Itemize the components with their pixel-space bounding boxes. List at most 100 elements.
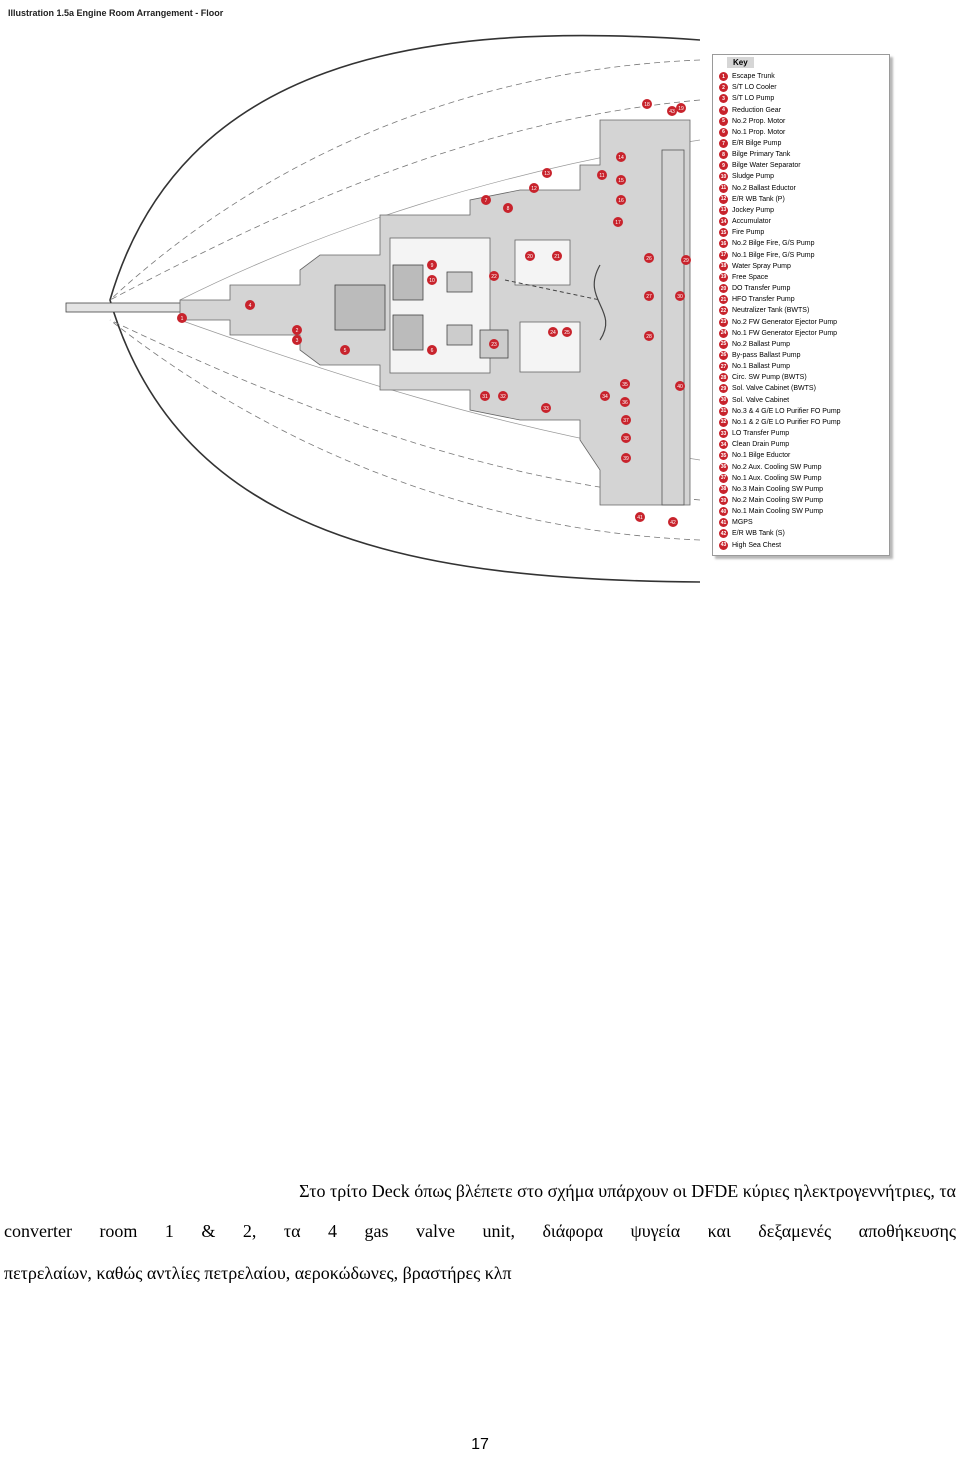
key-label: No.1 & 2 G/E LO Purifier FO Pump xyxy=(732,418,841,426)
key-label: No.2 Prop. Motor xyxy=(732,117,786,125)
figure-title: Illustration 1.5a Engine Room Arrangemen… xyxy=(8,8,224,18)
key-label: Fire Pump xyxy=(732,229,765,237)
callout-number: 10 xyxy=(429,278,435,284)
callout-number: 43 xyxy=(669,109,675,115)
key-item: 15 Fire Pump xyxy=(719,227,841,238)
key-number-badge: 26 xyxy=(719,350,728,360)
callout-marker: 1 xyxy=(177,313,187,323)
callout-marker: 12 xyxy=(529,183,539,193)
callout-number: 23 xyxy=(491,342,497,348)
callout-number: 31 xyxy=(482,394,488,400)
callout-marker: 8 xyxy=(503,203,513,213)
callout-number: 33 xyxy=(543,406,549,412)
pipe-loop xyxy=(593,264,607,341)
key-label: DO Transfer Pump xyxy=(732,285,791,293)
key-number-badge: 3 xyxy=(719,94,728,104)
key-number-badge: 27 xyxy=(719,362,728,372)
callout-number: 41 xyxy=(637,515,643,521)
key-number-badge: 20 xyxy=(719,284,728,294)
key-number-badge: 19 xyxy=(719,272,728,282)
key-number-badge: 12 xyxy=(719,194,728,204)
body-paragraph-line: Στο τρίτο Deck όπως βλέπετε στο σχήμα υπ… xyxy=(299,1181,956,1201)
key-number-badge: 16 xyxy=(719,239,728,249)
callout-marker: 11 xyxy=(597,170,607,180)
callout-number: 30 xyxy=(677,294,683,300)
key-item: 34 Clean Drain Pump xyxy=(719,439,841,450)
key-number-badge: 42 xyxy=(719,529,728,539)
key-number-badge: 23 xyxy=(719,317,728,327)
callout-number: 36 xyxy=(622,400,628,406)
key-label: Neutralizer Tank (BWTS) xyxy=(732,307,810,315)
key-number-badge: 34 xyxy=(719,440,728,450)
callout-marker: 40 xyxy=(675,381,685,391)
callout-marker: 2 xyxy=(292,325,302,335)
key-number-badge: 18 xyxy=(719,261,728,271)
callout-number: 1 xyxy=(181,316,184,322)
key-label: Sludge Pump xyxy=(732,173,775,181)
key-label: No.2 Ballast Pump xyxy=(732,340,790,348)
key-number-badge: 1 xyxy=(719,72,728,82)
callout-marker: 34 xyxy=(600,391,610,401)
callout-number: 19 xyxy=(678,106,684,112)
key-number-badge: 30 xyxy=(719,395,728,405)
callout-number: 16 xyxy=(618,198,624,204)
callout-number: 24 xyxy=(550,330,556,336)
key-label: No.2 Main Cooling SW Pump xyxy=(732,497,824,505)
key-number-badge: 11 xyxy=(719,183,728,193)
key-label: Clean Drain Pump xyxy=(732,441,790,449)
callout-marker: 10 xyxy=(427,275,437,285)
callout-marker: 38 xyxy=(621,433,631,443)
key-number-badge: 2 xyxy=(719,83,728,93)
body-paragraph-line: converter room 1 & 2, τα 4 gas valve uni… xyxy=(4,1221,956,1241)
key-number-badge: 33 xyxy=(719,429,728,439)
callout-number: 39 xyxy=(623,456,629,462)
callout-marker: 36 xyxy=(620,397,630,407)
key-label: Free Space xyxy=(732,273,769,281)
callout-number: 4 xyxy=(249,303,252,309)
key-number-badge: 9 xyxy=(719,161,728,171)
key-number-badge: 15 xyxy=(719,228,728,238)
callout-marker: 28 xyxy=(644,331,654,341)
key-label: No.2 Ballast Eductor xyxy=(732,184,796,192)
key-item: 20 DO Transfer Pump xyxy=(719,283,841,294)
key-number-badge: 24 xyxy=(719,328,728,338)
key-number-badge: 21 xyxy=(719,295,728,305)
dashed-pipe xyxy=(504,279,601,301)
page-number: 17 xyxy=(471,1436,489,1453)
callout-number: 12 xyxy=(531,186,537,192)
callout-marker: 19 xyxy=(676,103,686,113)
callout-marker: 4 xyxy=(245,300,255,310)
key-label: Circ. SW Pump (BWTS) xyxy=(732,374,807,382)
callout-number: 17 xyxy=(615,220,621,226)
key-label: No.2 Aux. Cooling SW Pump xyxy=(732,463,822,471)
key-label: No.1 Ballast Pump xyxy=(732,363,790,371)
callout-number: 7 xyxy=(485,198,488,204)
callout-marker: 27 xyxy=(644,291,654,301)
key-number-badge: 32 xyxy=(719,417,728,427)
callout-number: 18 xyxy=(644,102,650,108)
callout-marker: 6 xyxy=(427,345,437,355)
callout-marker: 17 xyxy=(613,217,623,227)
converter xyxy=(446,271,473,293)
callout-number: 29 xyxy=(683,258,689,264)
callout-number: 26 xyxy=(646,256,652,262)
